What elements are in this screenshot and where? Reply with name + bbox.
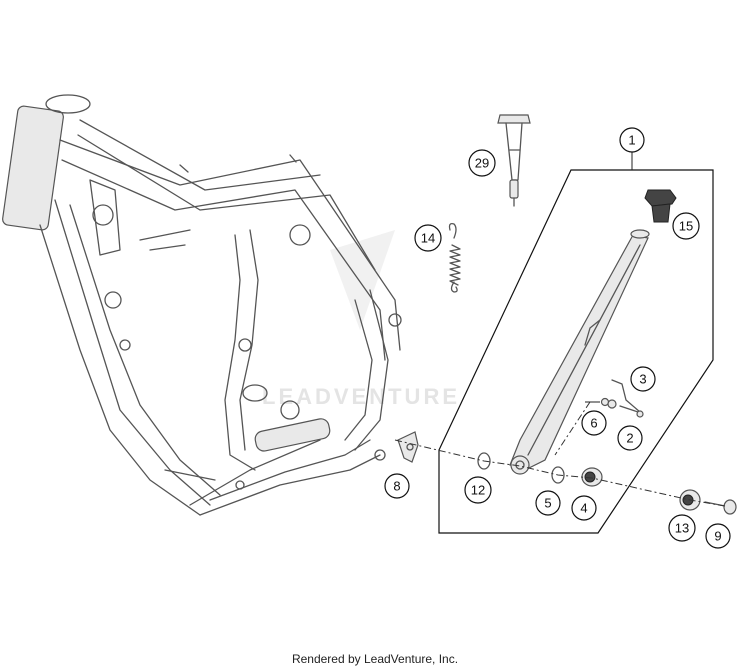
callout-5[interactable]: 5 [535,490,561,516]
svg-text:15: 15 [679,219,693,234]
svg-text:12: 12 [471,483,485,498]
rubber-foot [644,189,677,223]
side-stand-assembly [438,152,714,534]
callout-4[interactable]: 4 [571,495,597,521]
watermark: LEADVENTURE [262,230,460,409]
svg-text:2: 2 [626,431,633,446]
svg-text:8: 8 [393,479,400,494]
svg-text:29: 29 [475,156,489,171]
spring-part [448,222,461,293]
side-stand-leg [509,229,650,475]
callout-3[interactable]: 3 [630,366,656,392]
assembly-axis [394,439,726,507]
footer-credit: Rendered by LeadVenture, Inc. [291,652,459,666]
callout-15[interactable]: 15 [672,212,700,240]
svg-text:3: 3 [639,372,646,387]
svg-text:14: 14 [421,231,435,246]
svg-text:13: 13 [675,521,689,536]
callout-12[interactable]: 12 [464,476,492,504]
bushing-part [581,467,603,487]
callout-29[interactable]: 29 [468,149,496,177]
watermark-text: LEADVENTURE [262,384,460,409]
mounting-plate [397,431,419,463]
svg-text:4: 4 [580,501,587,516]
svg-text:5: 5 [544,496,551,511]
tool-part [497,114,531,207]
spring-bracket [585,379,644,418]
callout-13[interactable]: 13 [668,514,696,542]
frame-illustration [2,94,402,516]
svg-text:6: 6 [590,416,597,431]
svg-text:1: 1 [628,133,635,148]
callout-1[interactable]: 1 [619,127,645,153]
callout-8[interactable]: 8 [384,473,410,499]
washer-12-part [477,452,491,470]
svg-text:9: 9 [714,529,721,544]
callout-9[interactable]: 9 [705,523,731,549]
callout-2[interactable]: 2 [617,425,643,451]
assembly-axis-spring [554,401,591,456]
callout-14[interactable]: 14 [414,224,442,252]
bolt-9-part [704,499,737,515]
washer-part [551,466,565,484]
callout-6[interactable]: 6 [581,410,607,436]
